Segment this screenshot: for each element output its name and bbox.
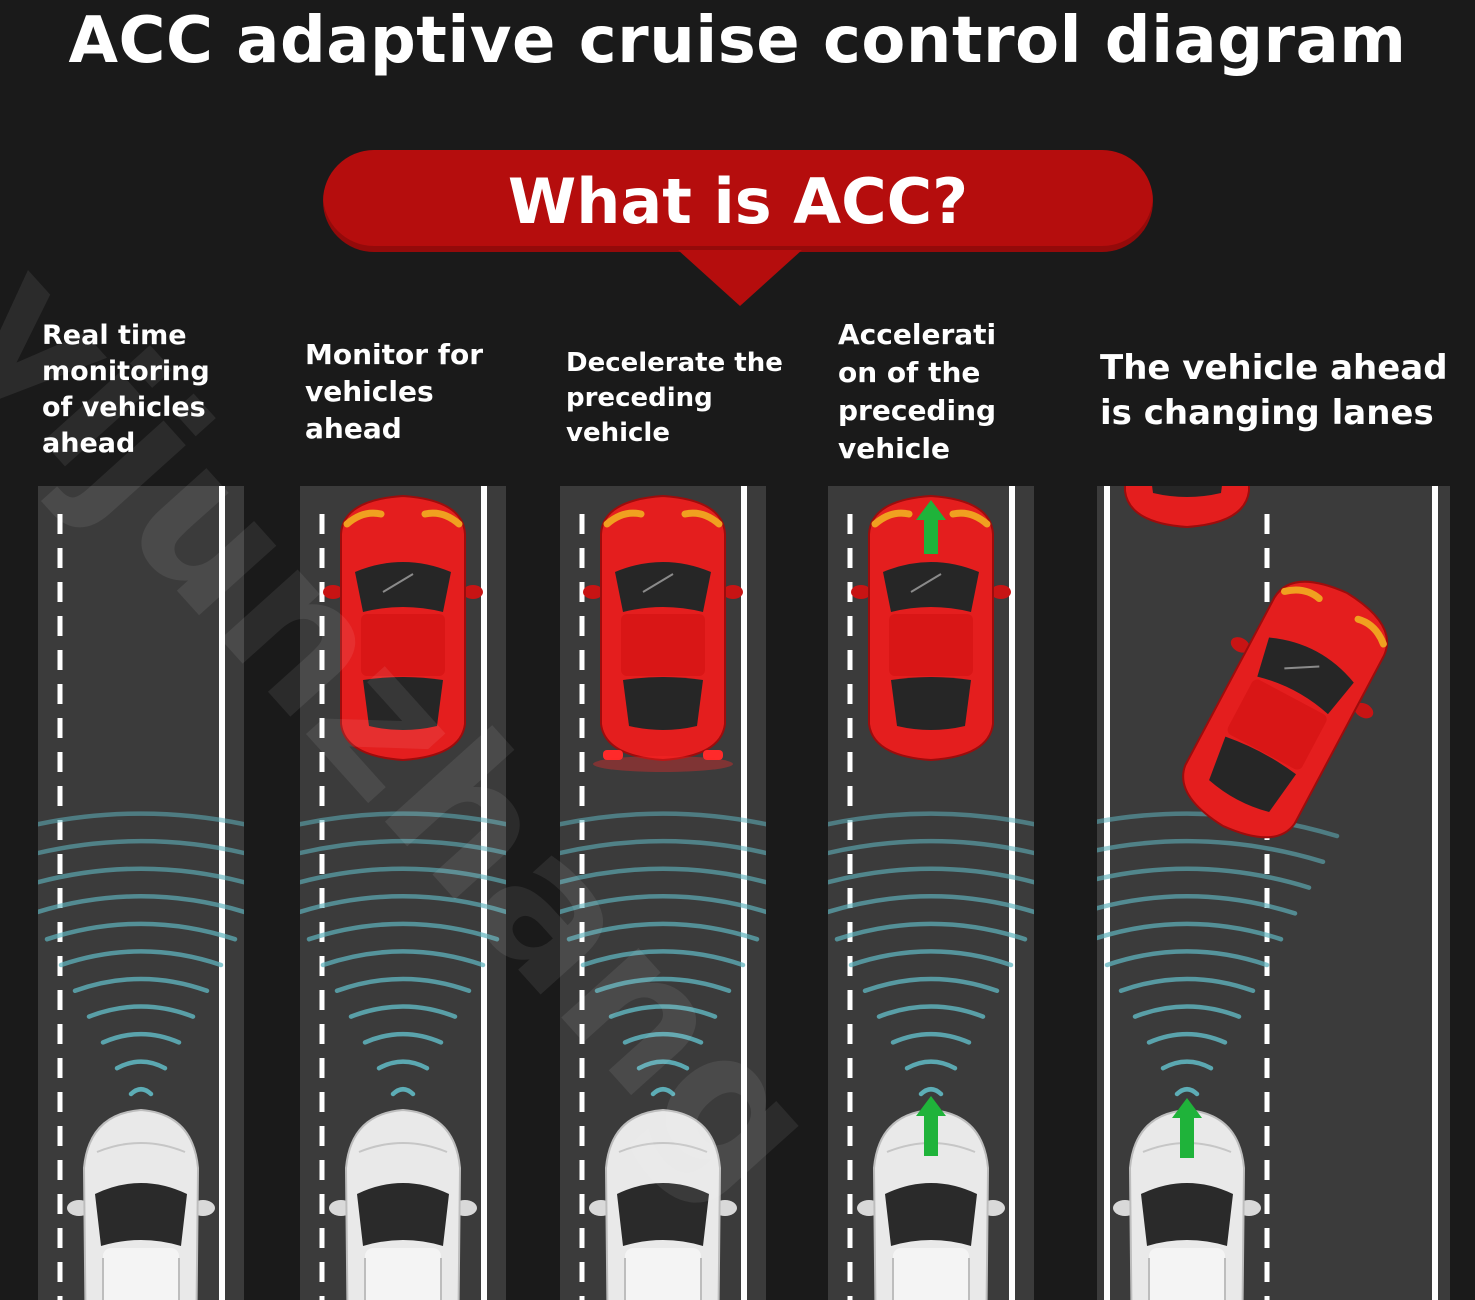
- lead-car: [851, 494, 1011, 762]
- road-panel-1: [38, 486, 244, 1300]
- road-panel-4: [828, 486, 1034, 1300]
- road-edge-line: [481, 486, 487, 1300]
- road-drawing-5: [1097, 486, 1438, 1300]
- radar-waves: [1097, 811, 1340, 1097]
- radar-waves: [300, 811, 506, 1097]
- road-drawing-1: [38, 486, 244, 1300]
- lead-car: [583, 494, 743, 772]
- lane-changing-car: [1182, 580, 1389, 839]
- ego-car-acceleration-arrow: [1172, 1098, 1202, 1158]
- panel-5-caption: The vehicle ahead is changing lanes: [1100, 348, 1448, 433]
- panel-1-caption: Real time monitoring of vehicles ahead: [42, 320, 210, 459]
- road-edge-line-right: [1432, 486, 1438, 1300]
- radar-waves: [38, 811, 244, 1097]
- panel-4-caption: Accelerati on of the preceding vehicle: [838, 318, 997, 465]
- road-edge-line: [741, 486, 747, 1300]
- panel-3-caption: Decelerate the preceding vehicle: [566, 348, 783, 448]
- road-drawing-3: [560, 486, 766, 1300]
- ego-car: [329, 1108, 477, 1300]
- page-title: ACC adaptive cruise control diagram: [68, 4, 1407, 78]
- ego-car: [67, 1108, 215, 1300]
- road-drawing-4: [828, 486, 1034, 1300]
- road-edge-line-left: [1104, 486, 1110, 1300]
- lead-car: [323, 494, 483, 762]
- ego-car: [1113, 1108, 1261, 1300]
- radar-waves: [828, 811, 1034, 1097]
- ego-car-acceleration-arrow: [916, 1096, 946, 1156]
- road-panel-2: [300, 486, 506, 1300]
- lead-car-acceleration-arrow: [916, 500, 946, 554]
- road-edge-line: [1009, 486, 1015, 1300]
- road-edge-line: [219, 486, 225, 1300]
- road-panel-5: [1097, 486, 1450, 1300]
- distant-lead-car: [1124, 486, 1250, 529]
- bubble-text: What is ACC?: [507, 164, 969, 238]
- road-drawing-2: [300, 486, 506, 1300]
- radar-waves: [560, 811, 766, 1097]
- ego-car: [857, 1108, 1005, 1300]
- lane-divider-dashed: [579, 514, 585, 1300]
- panel-2-caption: Monitor for vehicles ahead: [305, 338, 484, 445]
- ego-car: [589, 1108, 737, 1300]
- what-is-acc-bubble: What is ACC?: [323, 150, 1153, 252]
- lane-divider-dashed: [847, 514, 853, 1300]
- road-panel-3: [560, 486, 766, 1300]
- bubble-pointer: [678, 250, 802, 306]
